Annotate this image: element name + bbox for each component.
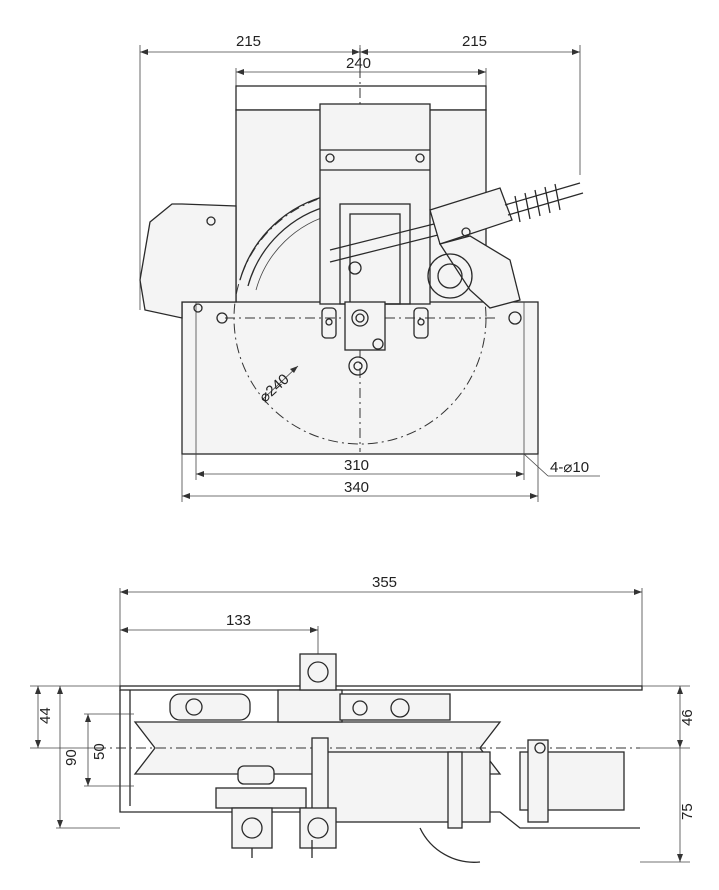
electromagnet-body [317, 751, 491, 823]
dim-label-215-left: 215 [236, 33, 261, 50]
right-brake-arm [429, 187, 513, 245]
dimension-90: 90 [56, 686, 120, 829]
dim-label-44: 44 [37, 707, 54, 724]
dimension-240: 240 [235, 55, 487, 100]
dim-label-46: 46 [679, 709, 696, 726]
dim-label-50: 50 [91, 743, 108, 760]
dimension-75: 75 [640, 748, 696, 863]
dimension-50: 50 [84, 713, 134, 787]
dim-label-240: 240 [346, 55, 371, 72]
dim-label-215-right: 215 [462, 33, 487, 50]
side-view: 355 133 [30, 574, 696, 863]
dim-label-90: 90 [63, 749, 80, 766]
front-view: 215 215 240 [139, 33, 600, 502]
dim-label-133: 133 [226, 612, 251, 629]
dimension-310: 310 [195, 454, 525, 480]
dim-label-310: 310 [344, 457, 369, 474]
brake-spring [504, 182, 584, 223]
dim-label-355: 355 [372, 574, 397, 591]
dimension-215-215: 215 215 [139, 33, 581, 310]
dimension-355: 355 [119, 574, 643, 686]
dimension-44: 44 [30, 685, 120, 749]
dimension-46: 46 [640, 685, 696, 749]
central-yoke [319, 103, 431, 305]
left-brake-arm [139, 203, 237, 319]
dim-label-75: 75 [679, 803, 696, 820]
dim-label-340: 340 [344, 479, 369, 496]
side-frame [119, 685, 643, 691]
dim-label-holes: 4-⌀10 [550, 459, 589, 476]
dimension-340: 340 [181, 454, 539, 502]
dimension-133: 133 [120, 612, 319, 660]
